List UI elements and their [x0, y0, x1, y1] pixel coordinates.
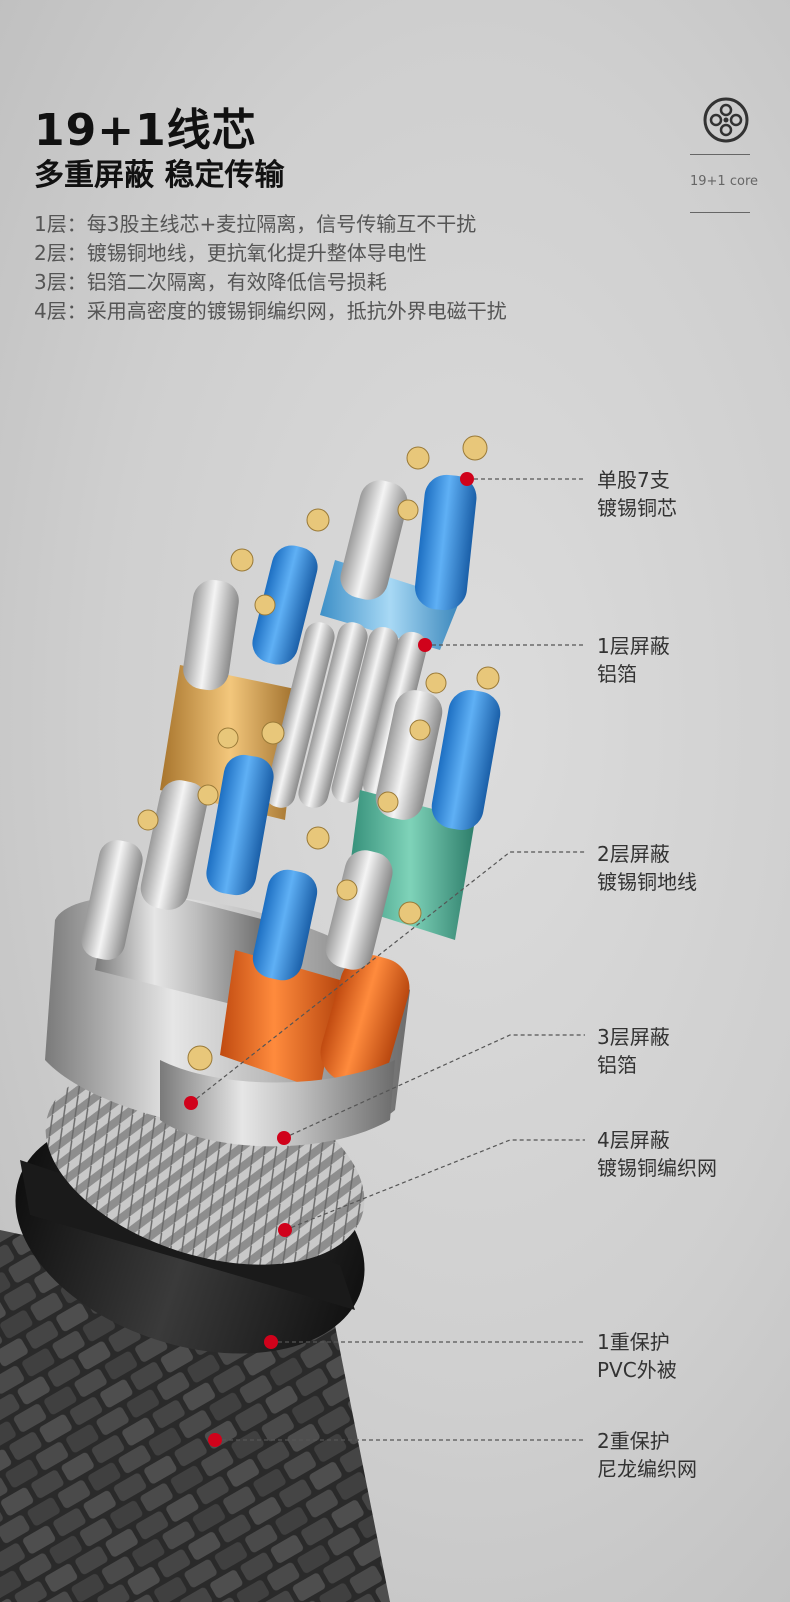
callout-layer1: 1层屏蔽 铝箔: [597, 632, 670, 688]
callout-leaders: [190, 478, 585, 1441]
callout-pvc-title: 1重保护: [597, 1330, 670, 1354]
callout-strand: 单股7支 镀锡铜芯: [597, 466, 677, 522]
core-badge: 19+1 core: [690, 96, 758, 213]
callout-nylon-title: 2重保护: [597, 1429, 670, 1453]
bundle-light-blue: [320, 474, 477, 650]
marker-layer2: [184, 1096, 198, 1110]
marker-layer3: [277, 1131, 291, 1145]
marker-layer4: [278, 1223, 292, 1237]
cable-core-icon: [703, 97, 749, 143]
callout-layer2-title: 2层屏蔽: [597, 842, 670, 866]
callout-layer2-detail: 镀锡铜地线: [597, 870, 697, 894]
callout-strand-detail: 镀锡铜芯: [597, 496, 677, 520]
layer-description-1: 1层：每3股主线芯+麦拉隔离，信号传输互不干扰: [34, 212, 477, 236]
callout-layer1-detail: 铝箔: [597, 662, 637, 686]
copper-strand-tips: [137, 435, 500, 1071]
callout-layer1-title: 1层屏蔽: [597, 634, 670, 658]
callout-layer4: 4层屏蔽 镀锡铜编织网: [597, 1126, 717, 1182]
callout-pvc: 1重保护 PVC外被: [597, 1328, 677, 1384]
marker-strand: [460, 472, 474, 486]
callout-markers: [184, 472, 474, 1447]
callout-layer3-title: 3层屏蔽: [597, 1025, 670, 1049]
callout-layer3-detail: 铝箔: [597, 1053, 637, 1077]
callout-layer4-detail: 镀锡铜编织网: [597, 1156, 717, 1180]
bundle-silver-left: [81, 754, 274, 1010]
badge-divider-top: [690, 154, 750, 155]
bundle-orange: [220, 850, 410, 1090]
marker-nylon: [208, 1433, 222, 1447]
layer-description-2: 2层：镀锡铜地线，更抗氧化提升整体导电性: [34, 241, 427, 265]
callout-nylon: 2重保护 尼龙编织网: [597, 1427, 697, 1483]
callout-layer3: 3层屏蔽 铝箔: [597, 1023, 670, 1079]
layer-description-3: 3层：铝箔二次隔离，有效降低信号损耗: [34, 270, 387, 294]
page-title: 19+1线芯: [34, 105, 257, 156]
badge-divider-bottom: [690, 212, 750, 213]
callout-layer2: 2层屏蔽 镀锡铜地线: [597, 840, 697, 896]
bundle-teal: [345, 690, 501, 940]
badge-caption: 19+1 core: [690, 174, 758, 189]
page-subtitle: 多重屏蔽 稳定传输: [34, 158, 285, 193]
marker-pvc: [264, 1335, 278, 1349]
callout-pvc-detail: PVC外被: [597, 1358, 677, 1382]
callout-layer4-title: 4层屏蔽: [597, 1128, 670, 1152]
layer-description-list: 1层：每3股主线芯+麦拉隔离，信号传输互不干扰 2层：镀锡铜地线，更抗氧化提升整…: [34, 210, 507, 326]
callout-strand-title: 单股7支: [597, 468, 670, 492]
callout-nylon-detail: 尼龙编织网: [597, 1457, 697, 1481]
marker-layer1: [418, 638, 432, 652]
layer-description-4: 4层：采用高密度的镀锡铜编织网，抵抗外界电磁干扰: [34, 299, 507, 323]
